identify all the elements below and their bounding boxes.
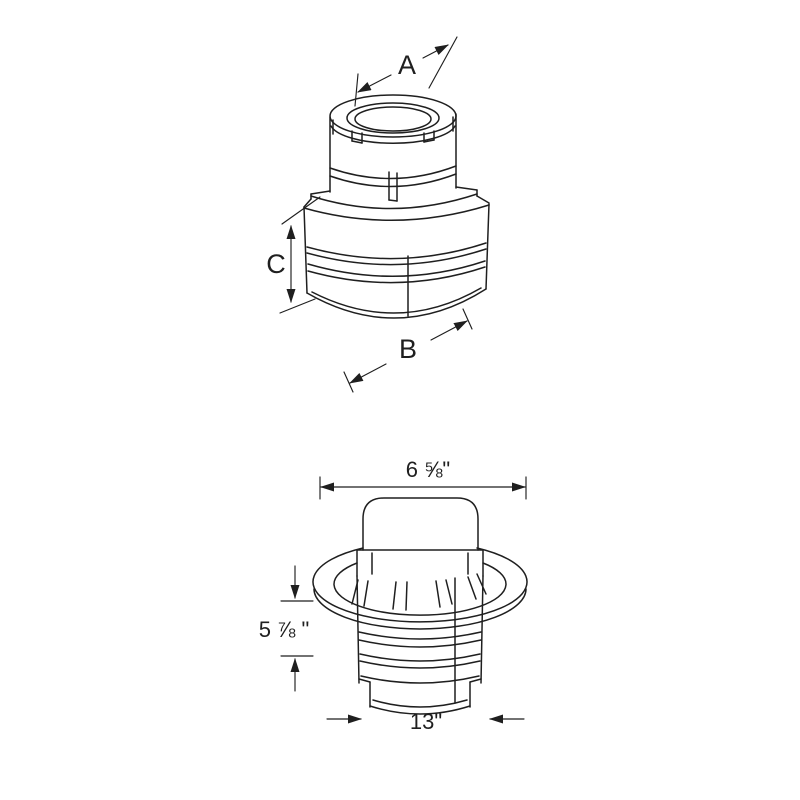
front-body bbox=[356, 575, 484, 715]
isometric-dimensions: A C B bbox=[266, 36, 473, 393]
dim-a-label: A bbox=[398, 50, 416, 80]
dim-b-label: B bbox=[399, 334, 417, 364]
dim-c-label: C bbox=[266, 249, 286, 279]
dim-width-bottom-label: 13" bbox=[410, 709, 442, 734]
dim-width-top-label: 6 ⅝" bbox=[406, 457, 451, 482]
front-vent-cap-drawing bbox=[312, 497, 528, 715]
isometric-adapter-drawing bbox=[303, 94, 490, 319]
dim-height-left-label: 5 ⅞ " bbox=[259, 617, 310, 642]
front-flange bbox=[312, 547, 528, 630]
dimension-b: B bbox=[343, 308, 473, 393]
dimension-c: C bbox=[266, 196, 321, 314]
dimension-a: A bbox=[354, 36, 458, 107]
dimension-width-top: 6 ⅝" bbox=[319, 457, 527, 500]
front-dome-cap bbox=[356, 497, 484, 577]
front-dimensions: 6 ⅝" 5 ⅞ " 13" bbox=[259, 457, 527, 734]
dimension-width-bottom: 13" bbox=[326, 709, 525, 734]
isometric-body bbox=[303, 186, 490, 319]
dimension-height-left: 5 ⅞ " bbox=[259, 565, 314, 692]
isometric-collar bbox=[329, 94, 457, 202]
